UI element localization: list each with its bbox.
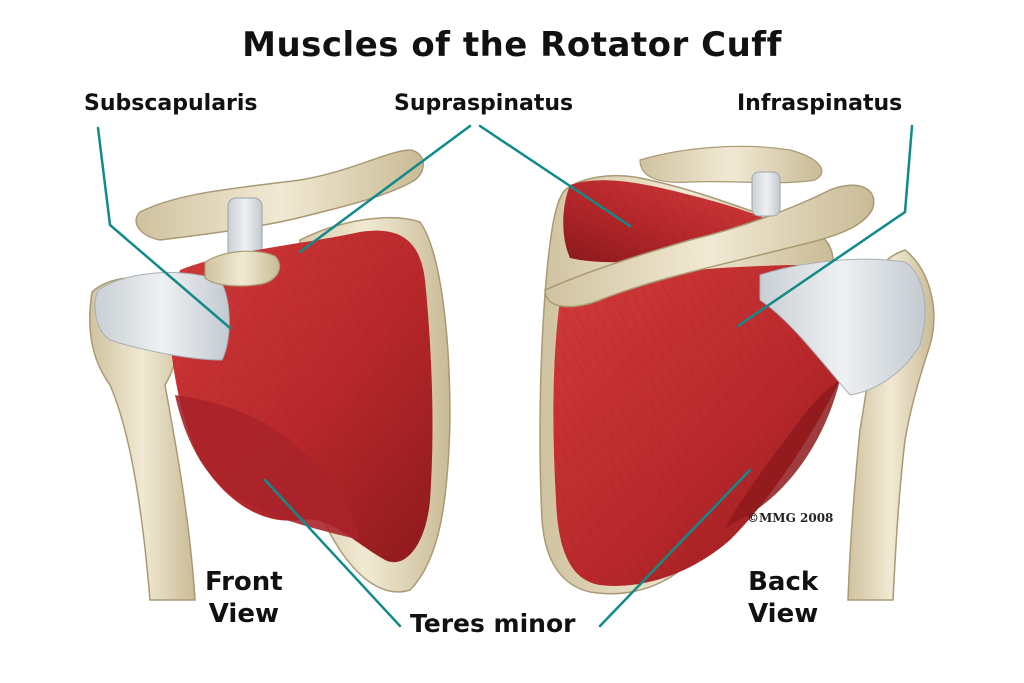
leader-supraspinatus-back bbox=[478, 124, 632, 228]
leader-lines bbox=[96, 124, 914, 628]
front-clavicle bbox=[135, 149, 424, 241]
leader-teres-minor-front bbox=[263, 478, 402, 628]
leader-teres-minor-back bbox=[598, 468, 752, 628]
leader-supraspinatus-front bbox=[298, 124, 472, 254]
back-acromion bbox=[544, 184, 875, 308]
label-front-view-line2: View bbox=[208, 599, 279, 629]
label-infraspinatus: Infraspinatus bbox=[737, 91, 903, 116]
back-tendon bbox=[759, 258, 926, 396]
front-coracoid bbox=[204, 250, 281, 287]
label-back-view: Back View bbox=[748, 566, 818, 630]
label-front-view: Front View bbox=[205, 566, 283, 630]
front-teres-minor-muscle bbox=[175, 395, 360, 540]
label-teres-minor: Teres minor bbox=[410, 609, 576, 638]
back-view-shoulder bbox=[539, 145, 935, 601]
back-clavicle bbox=[639, 145, 823, 184]
label-back-view-line1: Back bbox=[748, 567, 819, 597]
leader-subscapularis bbox=[96, 126, 232, 330]
front-tendon bbox=[94, 272, 230, 361]
back-ligament bbox=[751, 171, 781, 217]
copyright-notice: ©MMG 2008 bbox=[747, 511, 834, 525]
label-subscapularis: Subscapularis bbox=[84, 91, 258, 116]
leader-infraspinatus bbox=[736, 124, 914, 328]
diagram-title: Muscles of the Rotator Cuff bbox=[242, 25, 782, 65]
back-teres-minor-muscle bbox=[725, 380, 840, 528]
front-view-shoulder bbox=[89, 149, 451, 601]
label-supraspinatus: Supraspinatus bbox=[394, 91, 574, 116]
label-front-view-line1: Front bbox=[205, 567, 283, 597]
label-back-view-line2: View bbox=[748, 599, 819, 629]
